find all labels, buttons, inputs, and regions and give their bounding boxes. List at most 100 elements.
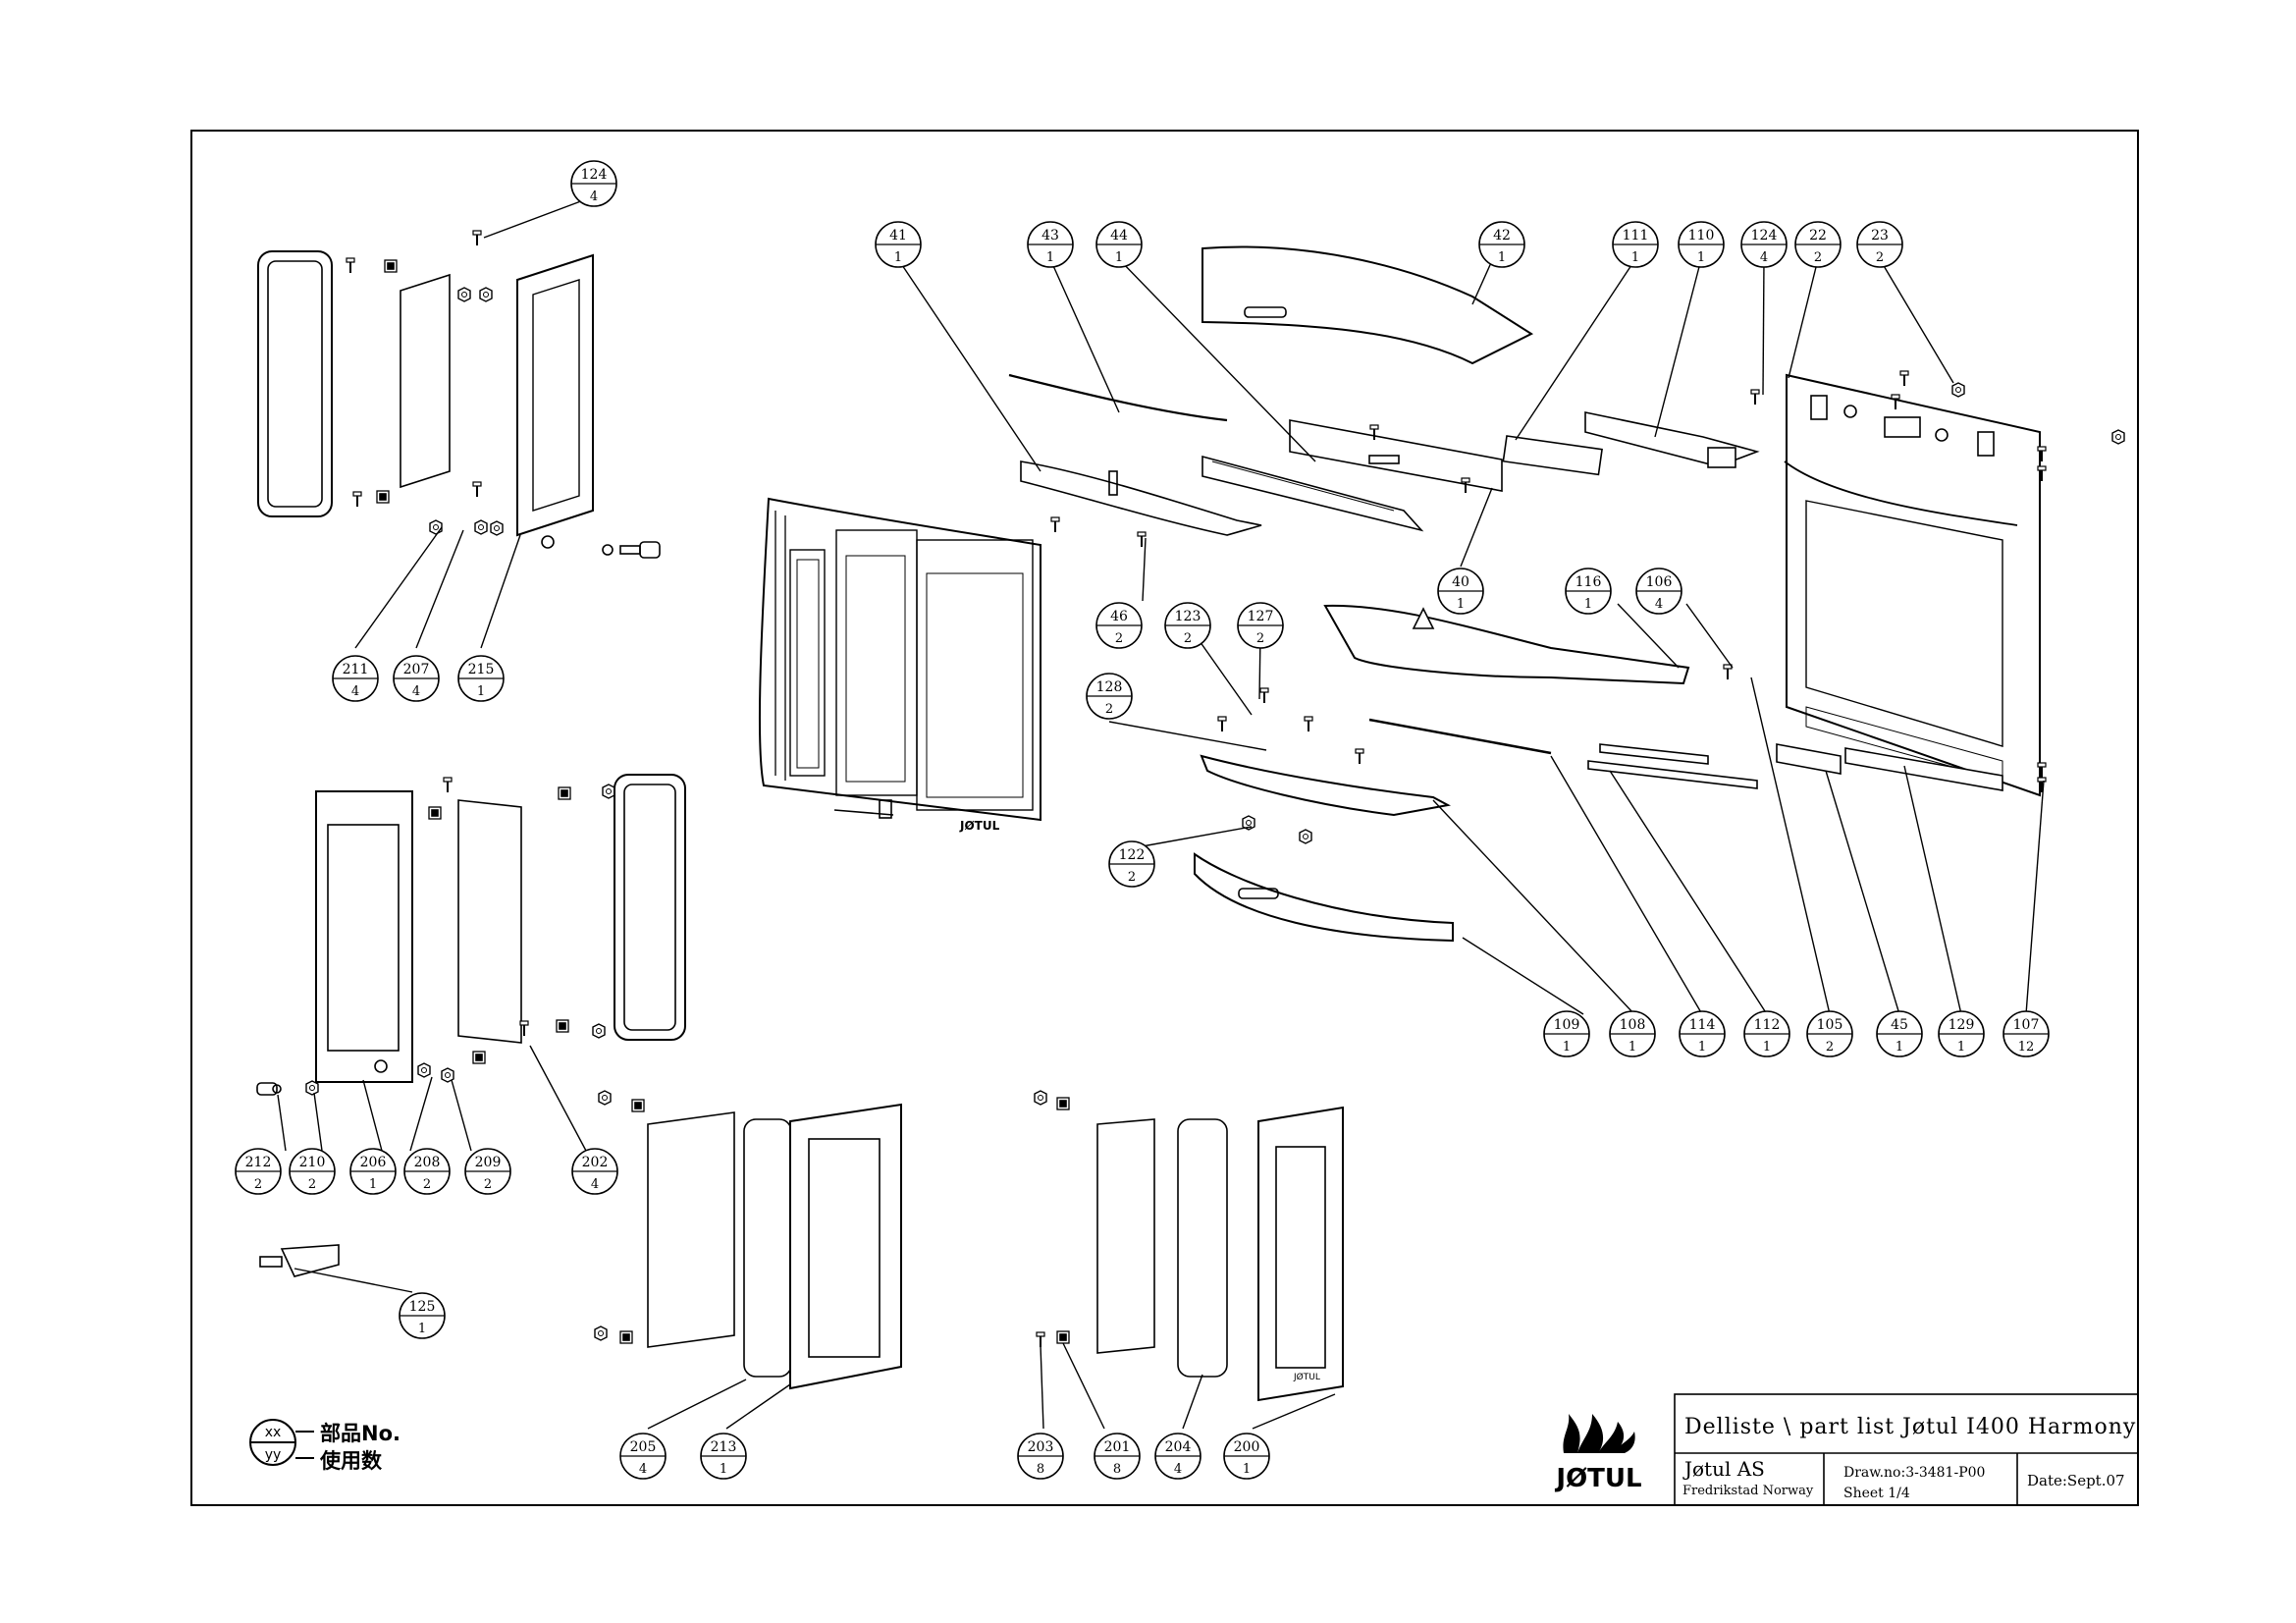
callout-22: 222	[1794, 221, 1842, 268]
callout-quantity: 2	[1876, 250, 1884, 265]
callout-part-number: 23	[1871, 228, 1889, 243]
callout-quantity: 1	[1698, 1040, 1706, 1055]
callout-part-number: 106	[1646, 574, 1673, 590]
callout-quantity: 2	[1814, 250, 1822, 265]
title-block-company: Jøtul AS	[1682, 1457, 1765, 1481]
door-top-left	[516, 253, 594, 549]
callout-part-number: 127	[1248, 609, 1274, 624]
callout-part-number: 209	[475, 1155, 502, 1170]
jotul-logo: JØTUL	[1554, 1414, 1642, 1493]
title-block	[1674, 1393, 2139, 1506]
rail-40	[1289, 419, 1503, 492]
plate-45	[1776, 743, 1842, 775]
callout-part-number: 22	[1809, 228, 1827, 243]
glass-panel-lower-left	[457, 799, 522, 1044]
ash-plate-108	[1200, 754, 1452, 817]
callout-part-number: 202	[582, 1155, 609, 1170]
callout-quantity: 2	[1115, 631, 1123, 646]
callout-quantity: 1	[1763, 1040, 1771, 1055]
callout-quantity: 1	[418, 1322, 426, 1336]
callout-quantity: 1	[1115, 250, 1123, 265]
callout-part-number: 111	[1623, 228, 1649, 243]
callout-part-number: 203	[1028, 1439, 1054, 1455]
callout-41: 411	[875, 221, 922, 268]
callout-part-number: 205	[630, 1439, 657, 1455]
brand-wordmark: JØTUL	[1554, 1464, 1641, 1493]
callout-quantity: 4	[1655, 597, 1663, 612]
callout-quantity: 12	[2018, 1040, 2035, 1055]
callout-quantity: 8	[1037, 1462, 1044, 1477]
title-block-date: Date:Sept.07	[2027, 1472, 2125, 1489]
callout-quantity: 1	[1243, 1462, 1251, 1477]
title-block-location: Fredrikstad Norway	[1682, 1484, 1814, 1498]
callout-quantity: 4	[591, 1177, 599, 1192]
callout-part-number: 40	[1452, 574, 1469, 590]
frame-205	[743, 1118, 792, 1378]
callout-part-number: 45	[1891, 1017, 1908, 1033]
callout-46: 462	[1095, 602, 1143, 649]
callout-balloons: 1244211420742151411431441421111111011244…	[235, 160, 2050, 1480]
callout-quantity: 1	[1896, 1040, 1903, 1055]
front-apron-109	[1194, 852, 1454, 943]
callout-23: 232	[1856, 221, 1903, 268]
callout-quantity: 1	[369, 1177, 377, 1192]
callout-125: 125 1	[399, 1292, 446, 1339]
callout-quantity: 1	[1457, 597, 1465, 612]
callout-44: 441	[1095, 221, 1143, 268]
callout-quantity: 2	[1826, 1040, 1834, 1055]
callout-part-number: 46	[1110, 609, 1128, 624]
callout-part-number: 42	[1493, 228, 1511, 243]
callout-part-number: 114	[1689, 1017, 1716, 1033]
legend-top-label: 部品No.	[320, 1422, 400, 1445]
callout-part-number: 125	[409, 1299, 436, 1315]
callout-quantity: 4	[590, 189, 598, 204]
callout-quantity: 2	[254, 1177, 262, 1192]
frame-204	[1177, 1118, 1228, 1378]
callout-quantity: 1	[477, 684, 485, 699]
callout-part-number: 210	[299, 1155, 326, 1170]
callout-quantity: 1	[1563, 1040, 1571, 1055]
callout-part-number: 200	[1234, 1439, 1260, 1455]
callout-part-number: 124	[581, 167, 608, 183]
callout-part-number: 128	[1096, 679, 1123, 695]
callout-quantity: 1	[894, 250, 902, 265]
callout-quantity: 2	[484, 1177, 492, 1192]
callout-quantity: 8	[1113, 1462, 1121, 1477]
callout-quantity: 1	[1697, 250, 1705, 265]
callout-quantity: 2	[423, 1177, 431, 1192]
callout-quantity: 2	[1128, 870, 1136, 885]
door-213	[789, 1103, 902, 1390]
side-frame-lower-right-of-door	[614, 774, 686, 1041]
legend-bottom-label: 使用数	[319, 1449, 383, 1473]
exploded-view-drawing: JØTUL	[256, 230, 2125, 1402]
bracket-111	[1502, 435, 1603, 476]
callout-quantity: 1	[1629, 1040, 1636, 1055]
side-frame-top-left	[257, 250, 333, 517]
callout-45: 451	[1876, 1010, 1923, 1057]
callout-part-number: 215	[468, 662, 495, 677]
callout-quantity: 4	[1760, 250, 1768, 265]
callout-quantity: 1	[1046, 250, 1054, 265]
seal-strip-44	[1201, 455, 1424, 532]
bracket-110	[1584, 411, 1760, 468]
hinge-pin-lower-left	[256, 1082, 282, 1096]
callout-part-number: 108	[1620, 1017, 1646, 1033]
